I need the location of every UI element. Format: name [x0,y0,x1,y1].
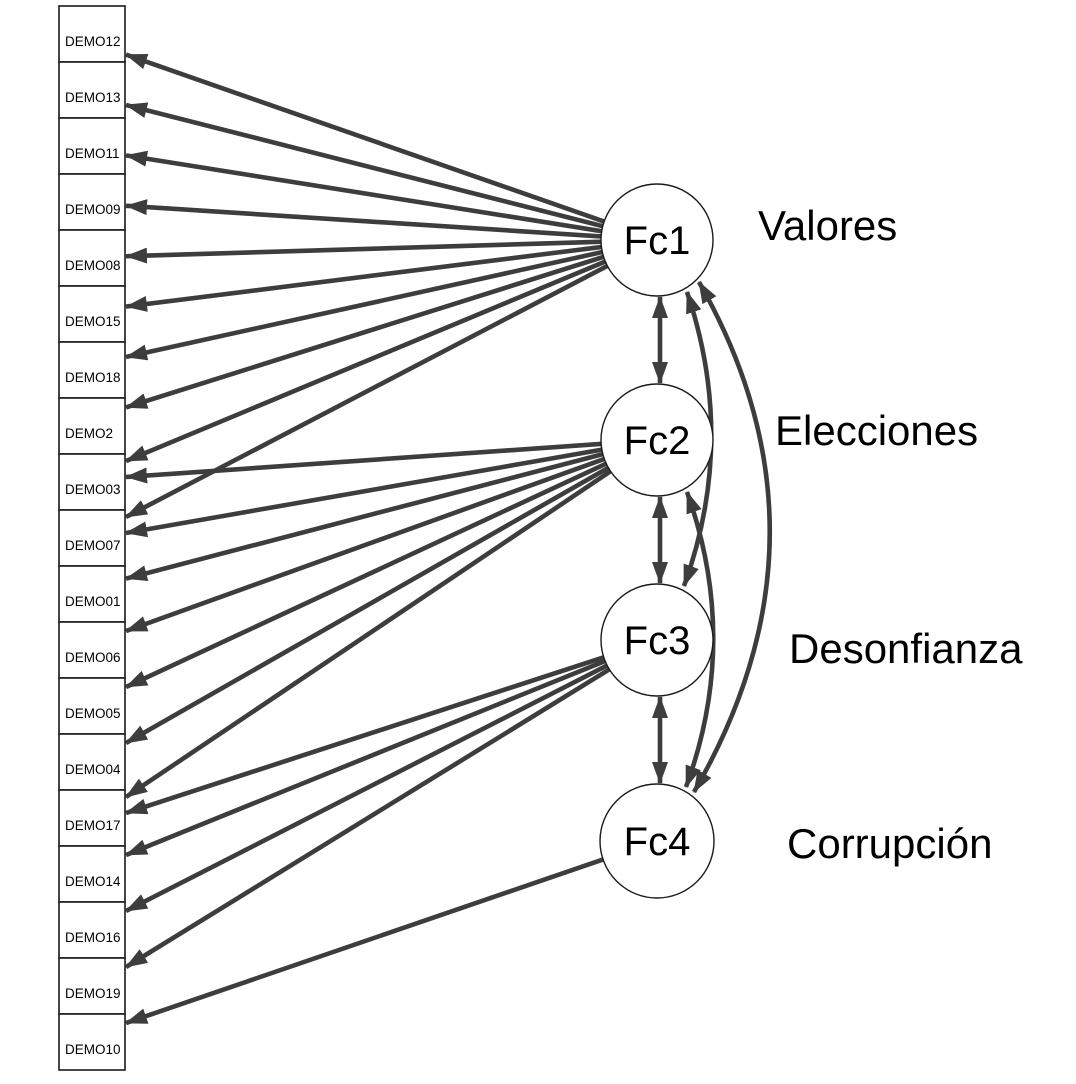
loading-arrow-Fc2-DEMO01 [125,437,658,582]
indicator-label-DEMO17: DEMO17 [65,818,121,833]
loading-arrow-Fc1-DEMO08 [125,237,658,264]
loading-arrow-Fc1-DEMO12 [125,52,658,243]
indicator-box-DEMO13 [58,61,126,119]
indicator-label-DEMO01: DEMO01 [65,594,121,609]
loading-arrow-Fc2-DEMO04 [124,438,659,745]
indicator-label-DEMO04: DEMO04 [65,762,121,777]
indicator-label-DEMO06: DEMO06 [65,650,121,665]
indicator-label-DEMO05: DEMO05 [65,706,121,721]
indicator-label-DEMO10: DEMO10 [65,1042,121,1057]
loading-arrow-Fc1-DEMO2 [125,237,658,410]
indicator-label-DEMO14: DEMO14 [65,874,121,889]
indicator-box-DEMO15 [58,285,126,343]
indicator-box-DEMO07 [58,509,126,567]
indicator-label-DEMO19: DEMO19 [65,986,121,1001]
indicator-box-DEMO01 [58,565,126,623]
factor-name-label-Fc4: Corrupción [787,820,992,867]
indicator-label-DEMO13: DEMO13 [65,90,121,105]
indicator-label-DEMO08: DEMO08 [65,258,121,273]
indicator-box-DEMO19 [58,957,126,1015]
loading-arrow-Fc2-DEMO17 [124,438,659,799]
loading-arrow-Fc2-DEMO03 [125,437,658,484]
factor-name-label-Fc2: Elecciones [775,407,978,454]
loading-arrow-Fc2-DEMO06 [125,437,658,634]
indicator-box-DEMO14 [58,845,126,903]
factor-circle-label-Fc4: Fc4 [624,820,691,864]
loading-arrow-Fc1-DEMO13 [125,102,658,243]
factor-circle-label-Fc1: Fc1 [624,219,691,263]
factor-circle-label-Fc3: Fc3 [624,619,691,663]
indicator-label-DEMO16: DEMO16 [65,930,121,945]
factor-name-label-Fc1: Valores [758,202,897,249]
loading-arrow-Fc3-DEMO19 [124,638,659,969]
loading-arrow-Fc1-DEMO15 [125,237,658,312]
indicator-label-DEMO12: DEMO12 [65,34,121,49]
loading-arrow-Fc2-DEMO07 [125,437,658,538]
indicator-box-DEMO2 [58,397,126,455]
factor-circle-label-Fc2: Fc2 [624,419,691,463]
covariance-arrows [652,280,773,794]
indicator-label-DEMO15: DEMO15 [65,314,121,329]
indicator-box-DEMO06 [58,621,126,679]
loading-arrow-Fc1-DEMO09 [125,199,658,243]
loading-arrow-Fc3-DEMO14 [125,637,658,858]
indicator-label-DEMO2: DEMO2 [65,426,113,441]
indicator-label-DEMO18: DEMO18 [65,370,121,385]
indicator-label-DEMO03: DEMO03 [65,482,121,497]
covariance-arrow-Fc1-Fc4 [692,280,773,794]
loading-arrow-Fc1-DEMO18 [125,237,658,361]
indicator-label-DEMO09: DEMO09 [65,202,121,217]
factor-circle-Fc3 [600,583,714,697]
loading-arrow-Fc4-DEMO10 [125,838,658,1026]
factor-name-label-Fc3: Desonfianza [789,625,1023,672]
indicator-box-DEMO10 [58,1013,126,1071]
indicator-label-DEMO07: DEMO07 [65,538,121,553]
loading-arrow-Fc1-DEMO11 [125,150,658,243]
indicator-box-DEMO16 [58,901,126,959]
indicator-box-DEMO04 [58,733,126,791]
loading-arrow-Fc2-DEMO05 [125,437,658,690]
factor-circle-Fc4 [599,783,715,899]
indicator-box-DEMO09 [58,173,126,231]
loading-arrow-Fc3-DEMO16 [124,637,659,914]
loading-arrow-Fc3-DEMO17 [125,637,658,816]
indicator-label-DEMO11: DEMO11 [65,146,120,161]
factor-circle-Fc1 [600,183,714,297]
factor-circle-Fc2 [600,383,714,497]
indicator-box-DEMO12 [58,5,126,63]
indicator-column: DEMO12DEMO13DEMO11DEMO09DEMO08DEMO15DEMO… [58,5,126,1071]
loading-arrow-Fc1-DEMO03 [125,237,658,464]
loading-arrows [124,52,659,1026]
